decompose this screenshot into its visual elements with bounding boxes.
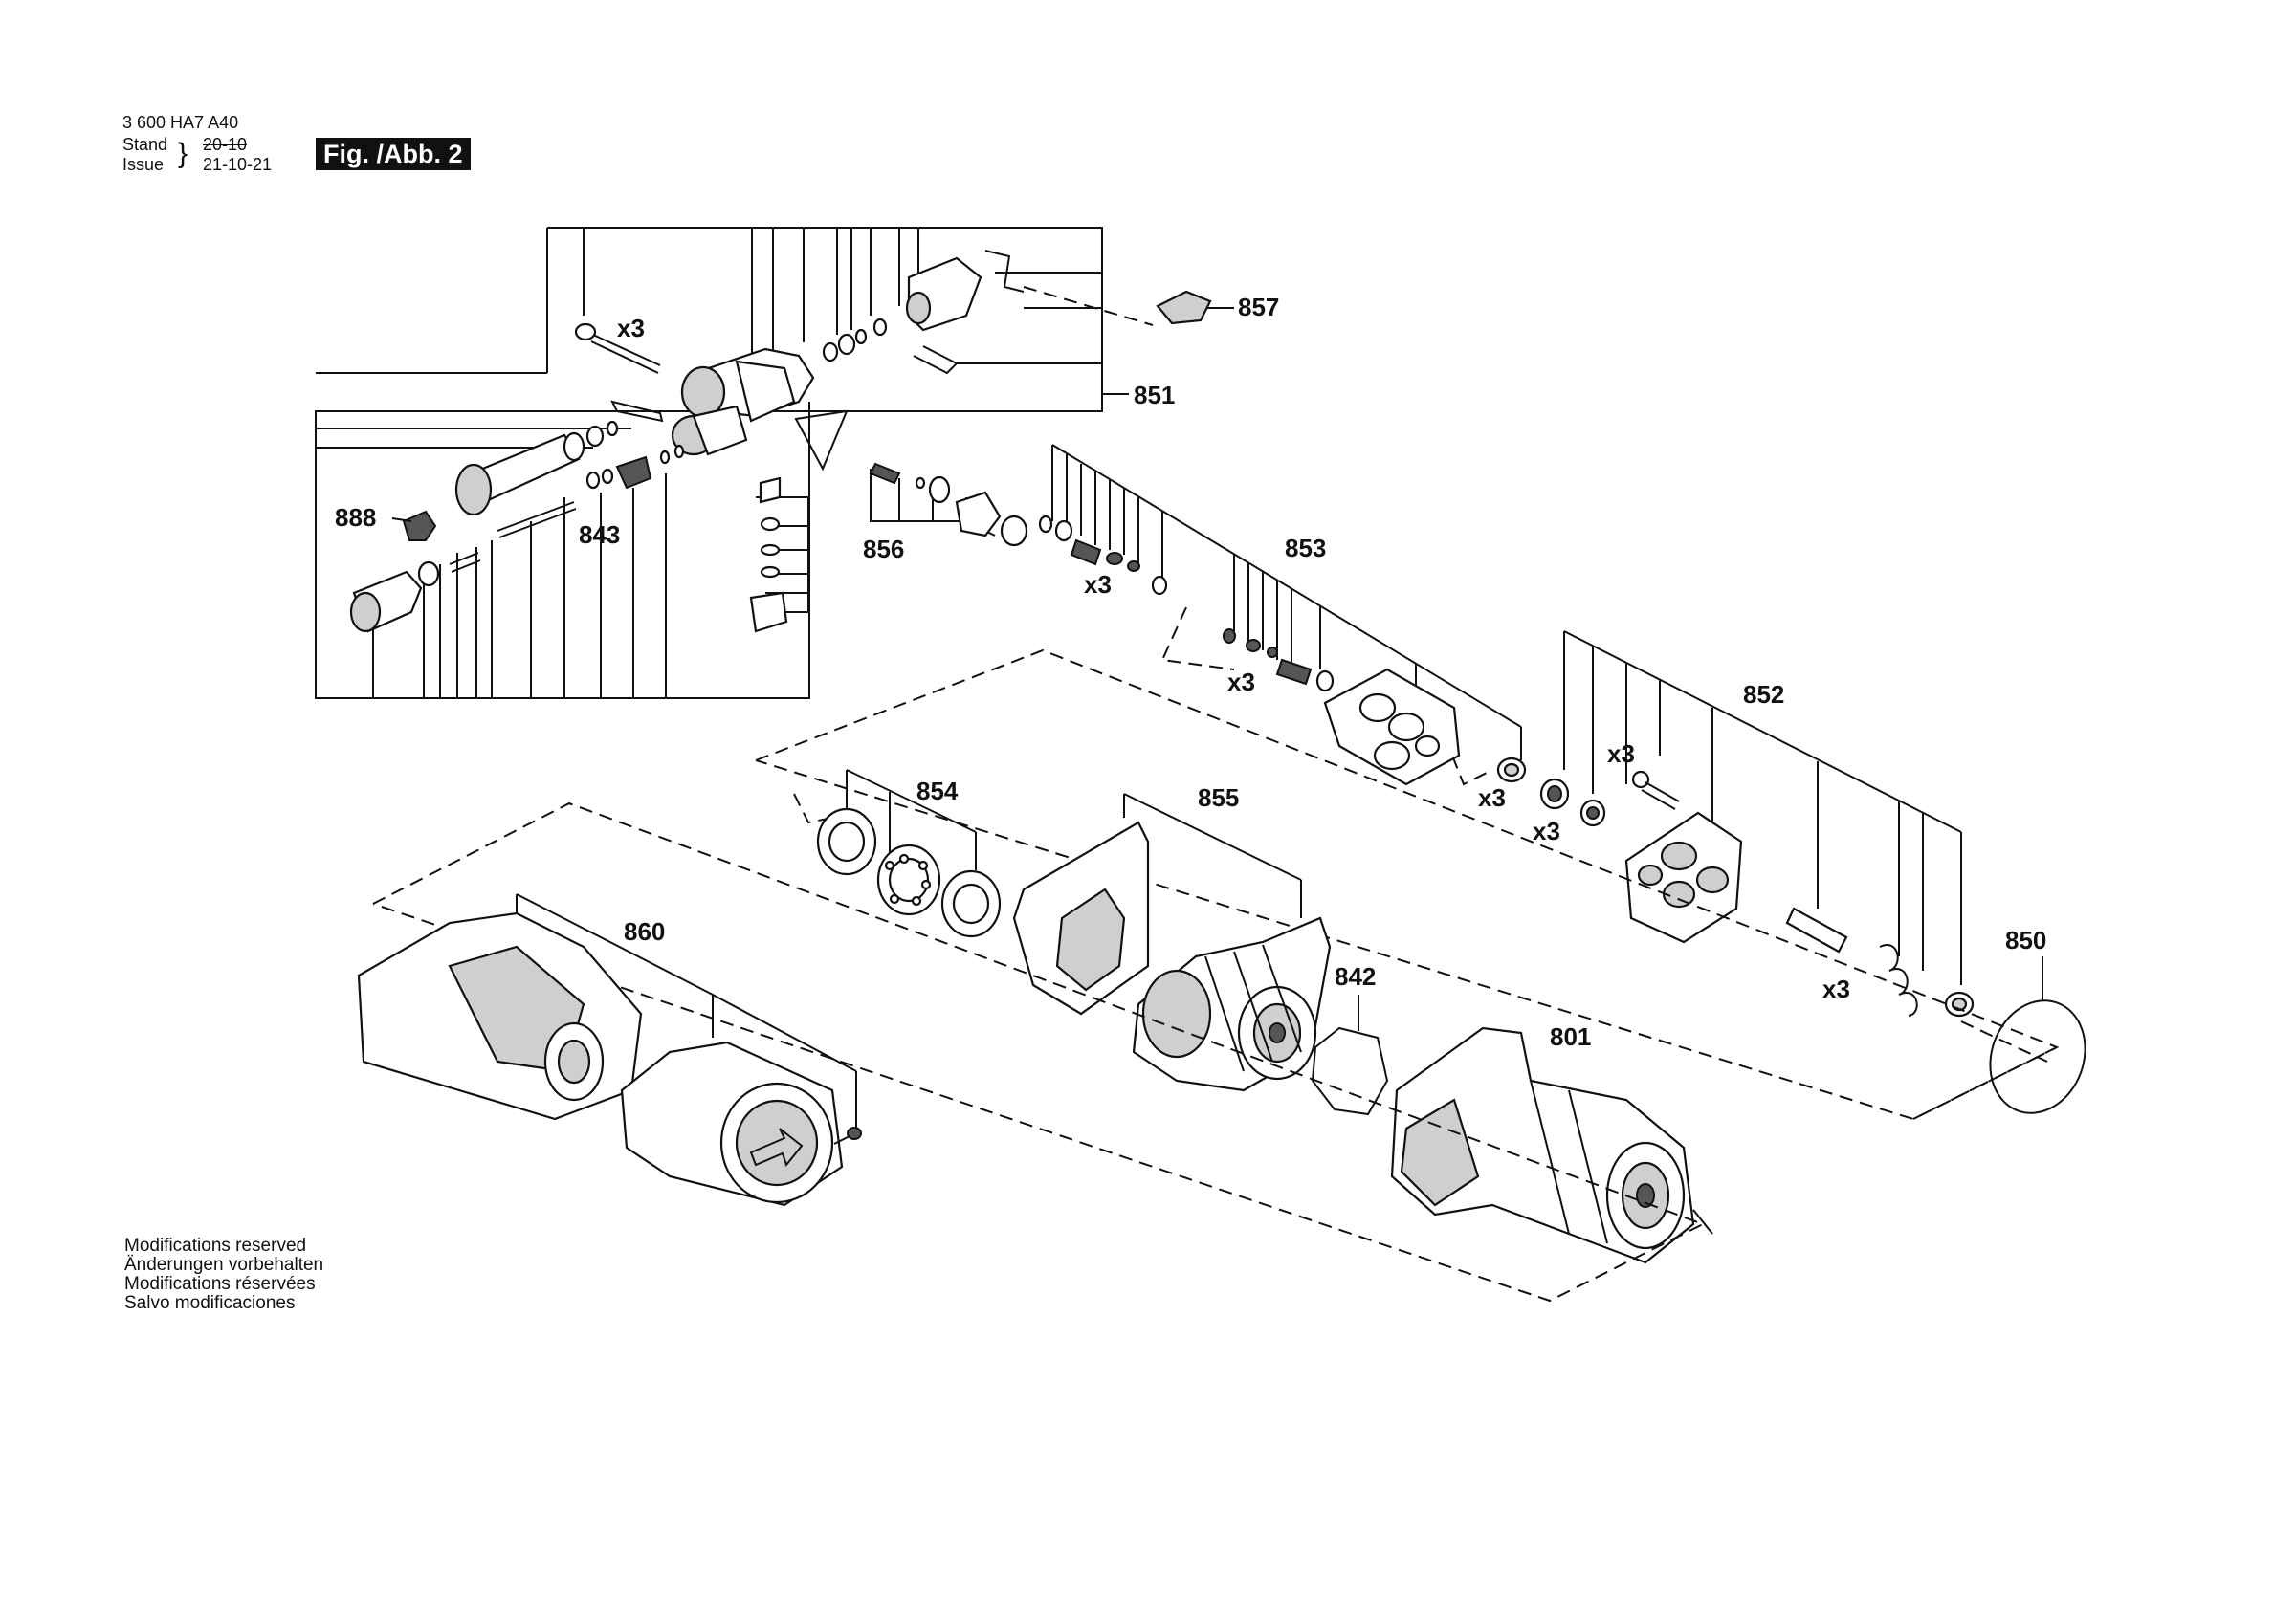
callout-842: 842 — [1335, 962, 1376, 991]
old-date: 20-10 — [203, 135, 248, 154]
document-number: 3 600 HA7 A40 — [122, 113, 239, 132]
modification-notes: Modifications reserved Änderungen vorbeh… — [124, 1237, 323, 1313]
stand-label: Stand — [122, 135, 168, 154]
gasket-842 — [1311, 1026, 1389, 1116]
note-de: Änderungen vorbehalten — [124, 1255, 324, 1275]
callout-851: 851 — [1134, 381, 1175, 409]
quantity-seals-a: x3 — [1478, 783, 1506, 812]
quantity-bolts: x3 — [617, 314, 645, 342]
callout-854: 854 — [916, 777, 959, 805]
nozzle-assembly-frame — [315, 227, 1129, 699]
issue-label: Issue — [122, 155, 165, 174]
motor-housing-801 — [1390, 1026, 1713, 1264]
piston-group — [1539, 630, 1975, 1018]
note-es: Salvo modificaciones — [124, 1293, 296, 1313]
note-en: Modifications reserved — [124, 1236, 307, 1256]
outer-housing-860 — [357, 893, 862, 1207]
figure-label: Fig. /Abb. 2 — [316, 138, 471, 170]
arrow-icon — [749, 1128, 804, 1168]
callout-856: 856 — [863, 535, 904, 563]
callout-860: 860 — [624, 917, 665, 946]
quantity-valves-b: x3 — [1227, 668, 1255, 696]
callout-857: 857 — [1238, 293, 1279, 321]
brace-icon: } — [178, 138, 188, 169]
note-fr: Modifications réservées — [124, 1274, 316, 1294]
fan-and-armature — [1012, 793, 1332, 1092]
o-ring-850 — [1989, 999, 2086, 1114]
quantity-screws: x3 — [1607, 739, 1635, 768]
quantity-springs: x3 — [1822, 975, 1850, 1003]
callout-850: 850 — [2005, 926, 2046, 954]
quantity-seals-b: x3 — [1533, 817, 1560, 845]
callout-888: 888 — [335, 503, 376, 532]
pump-valve-group — [1038, 444, 1527, 786]
callout-853: 853 — [1285, 534, 1326, 562]
trigger-gun-parts — [349, 250, 1212, 633]
quantity-valves-a: x3 — [1084, 570, 1112, 599]
callout-801: 801 — [1550, 1022, 1591, 1051]
callout-855: 855 — [1198, 783, 1239, 812]
callout-852: 852 — [1743, 680, 1784, 709]
callout-843: 843 — [579, 520, 620, 549]
bearing-group — [793, 769, 1002, 938]
issue-date: 21-10-21 — [203, 155, 273, 174]
